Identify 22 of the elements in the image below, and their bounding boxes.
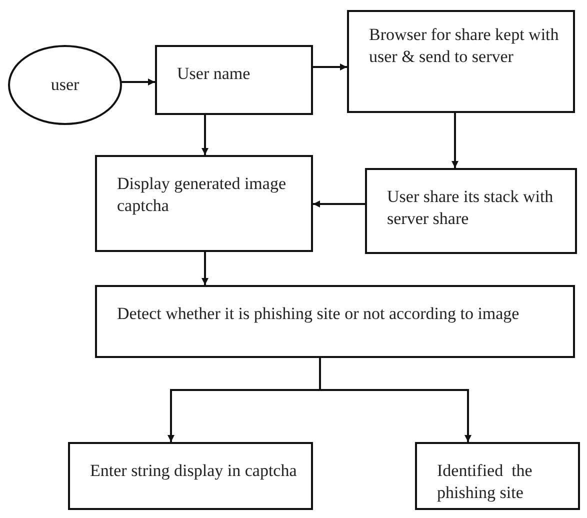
box-text: Identified the phishing site — [437, 460, 534, 504]
box-text: Display generated image captcha — [117, 173, 287, 218]
process-box — [68, 442, 313, 510]
arrow — [319, 358, 472, 442]
arrow — [313, 200, 365, 208]
arrow — [313, 64, 347, 70]
process-box — [95, 155, 313, 252]
process-box — [347, 10, 575, 113]
arrow — [202, 252, 208, 285]
arrow — [452, 113, 458, 168]
box-text: User share its stack with server share — [387, 186, 554, 230]
arrow — [120, 78, 155, 86]
process-box — [155, 45, 313, 115]
arrow — [202, 115, 208, 155]
process-box — [415, 442, 580, 510]
box-text: user — [50, 74, 80, 96]
box-text: Enter string display in captcha — [90, 460, 298, 482]
box-text: User name — [177, 63, 252, 85]
box-text: Detect whether it is phishing site or not according to image — [117, 303, 520, 325]
process-box — [95, 285, 575, 358]
process-box — [365, 168, 577, 254]
box-text: Browser for share kept with user & send to server — [369, 24, 560, 68]
